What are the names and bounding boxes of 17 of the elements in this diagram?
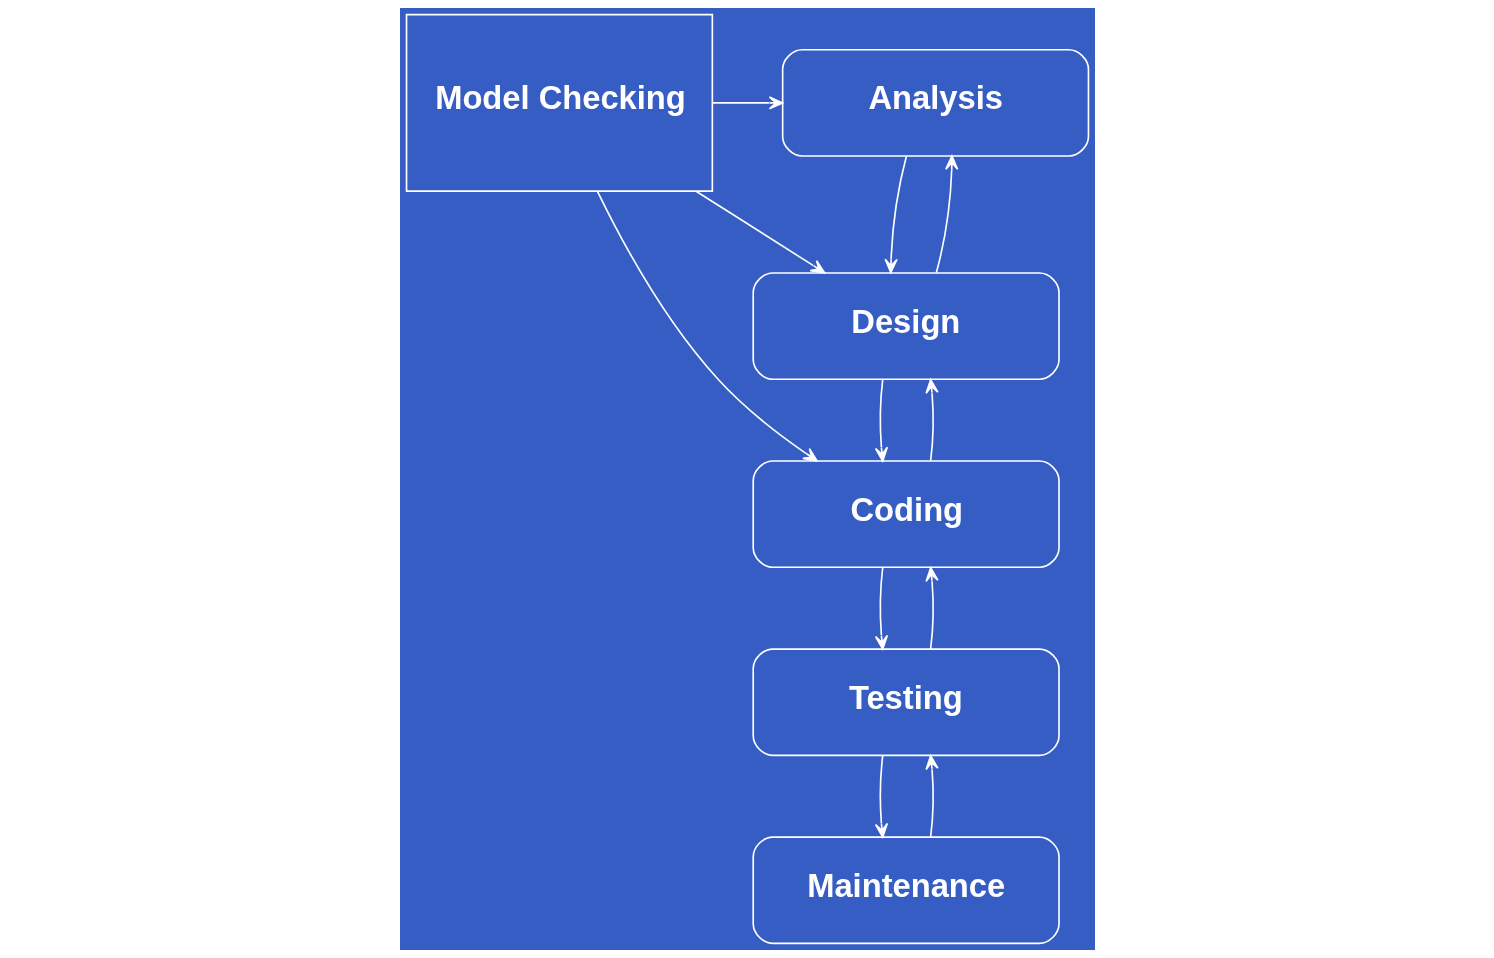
node-box: Coding: [751, 460, 1060, 569]
arrow: [596, 190, 818, 462]
arrow: [935, 155, 958, 274]
node-box: Analysis: [781, 48, 1089, 157]
arrow: [711, 96, 783, 110]
arrow: [874, 755, 888, 838]
arrow: [874, 566, 888, 650]
node-box: Model Checking: [405, 13, 713, 192]
arrow: [883, 155, 907, 274]
arrow: [924, 378, 939, 462]
arrow: [874, 378, 888, 462]
arrow: [924, 755, 939, 838]
arrow: [924, 566, 939, 650]
arrow: [695, 190, 825, 274]
node-box: Maintenance: [751, 836, 1060, 945]
node-box: Design: [751, 272, 1060, 381]
node-box: Testing: [751, 648, 1060, 757]
